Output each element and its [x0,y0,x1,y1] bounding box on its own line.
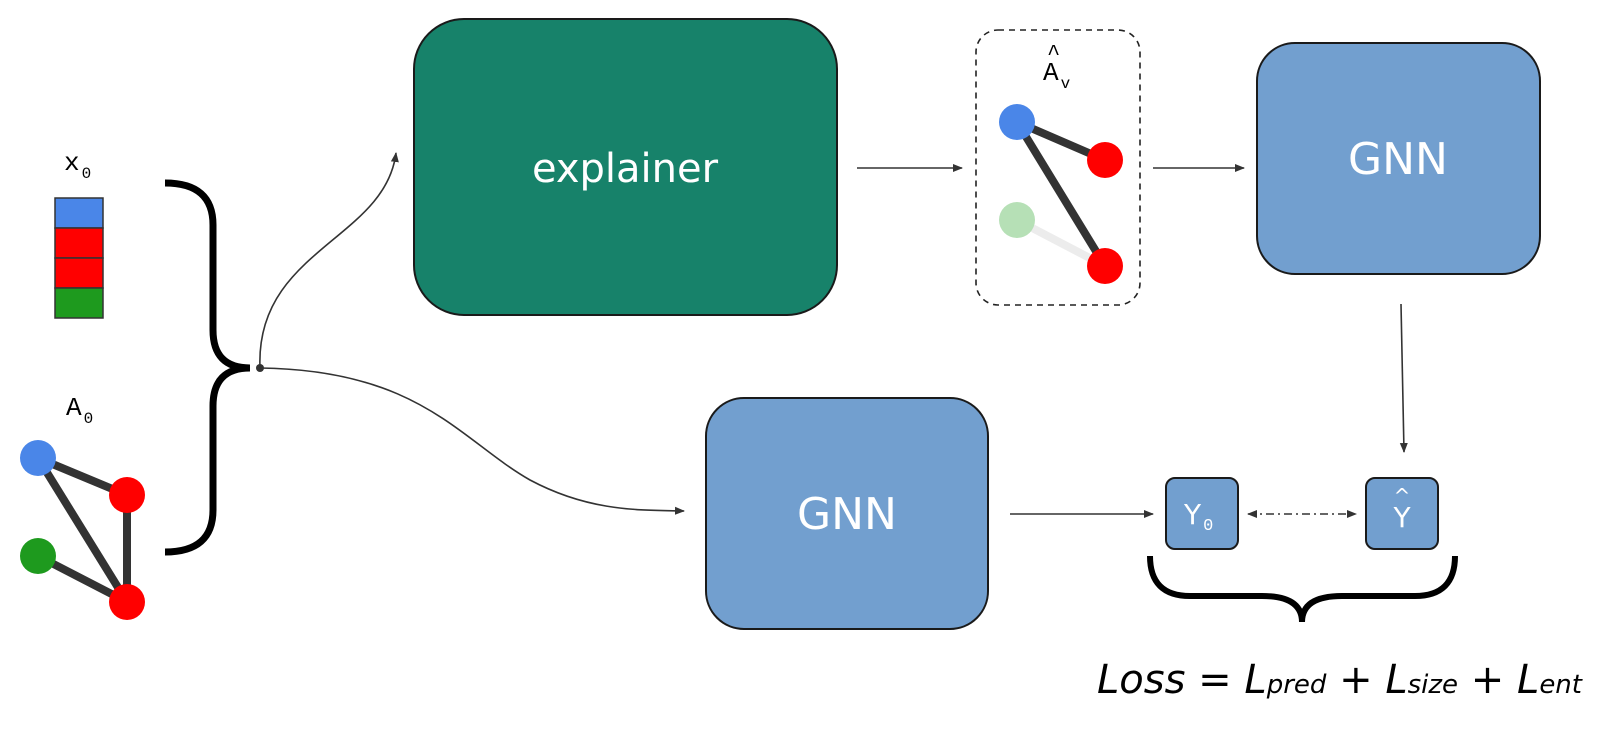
yhat-box: ^ Y [1365,477,1439,550]
gnn-top-box: GNN [1256,42,1541,275]
mask-node-green-faded [999,202,1035,238]
explainer-label: explainer [532,146,719,192]
feature-cell-1 [54,197,104,229]
input-edge [34,455,131,605]
arrow-gnn-to-yhat [1399,303,1408,453]
gnn-bottom-label: GNN [797,489,897,540]
mask-edge [1013,119,1109,269]
arrow-to-explainer [259,152,399,369]
output-brace [1147,555,1458,623]
input-node-red [109,584,145,620]
mask-node-red [1087,142,1123,178]
feature-cell-4 [54,287,104,319]
masked-graph-frame [975,29,1141,306]
feature-cell-2 [54,227,104,259]
gnn-bottom-box: GNN [705,397,989,630]
yhat-hat: ^ [1394,484,1411,508]
input-node-green [20,538,56,574]
mask-node-red [1087,248,1123,284]
mask-node-blue [999,104,1035,140]
gnn-top-label: GNN [1348,134,1448,185]
explainer-box: explainer [413,18,838,316]
loss-equation: Loss = Lpred + Lsize + Lent [1097,657,1583,703]
arrow-to-gnn-bottom [259,367,685,515]
masked-graph-hat: ^ [1047,42,1060,67]
yhat-label: Y [1392,501,1411,534]
input-brace [164,179,251,556]
feature-cell-3 [54,257,104,289]
input-node-red [109,477,145,513]
input-node-blue [20,440,56,476]
